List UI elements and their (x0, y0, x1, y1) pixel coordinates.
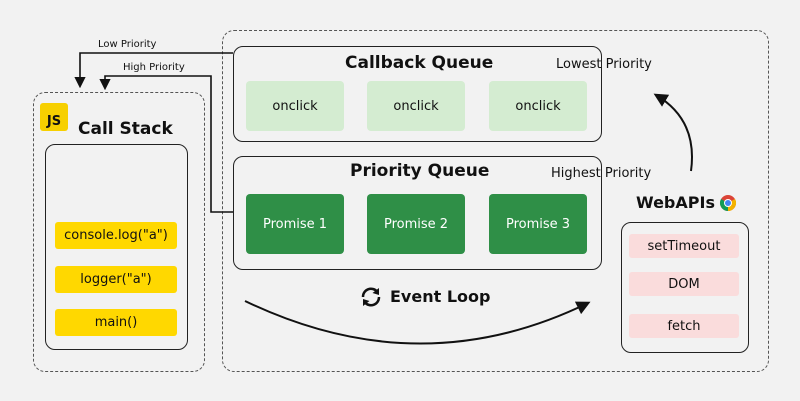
promise-task: Promise 2 (367, 194, 465, 254)
call-stack-title: Call Stack (78, 119, 173, 139)
callback-queue-title: Callback Queue (345, 53, 494, 73)
call-stack-frame: logger("a") (55, 266, 177, 293)
js-logo-icon: JS (40, 103, 68, 131)
event-loop-container (222, 30, 769, 372)
webapi-to-queue-arrow (653, 93, 693, 172)
callback-task: onclick (367, 81, 465, 131)
priority-queue-priority: Highest Priority (551, 166, 652, 181)
low-priority-label: Low Priority (98, 39, 157, 50)
web-api-item: fetch (629, 314, 739, 338)
high-priority-label: High Priority (123, 62, 185, 73)
web-api-item: setTimeout (629, 234, 739, 258)
event-loop-arrow (244, 300, 591, 345)
callback-task: onclick (246, 81, 344, 131)
callback-task: onclick (489, 81, 587, 131)
low-priority-arrow (74, 52, 233, 89)
refresh-icon (361, 287, 381, 307)
chrome-icon (720, 195, 736, 211)
runtime-container (33, 92, 205, 372)
call-stack-frame: main() (55, 309, 177, 336)
high-priority-arrow (99, 75, 233, 213)
web-api-item: DOM (629, 272, 739, 296)
promise-task: Promise 3 (489, 194, 587, 254)
event-loop-label: Event Loop (390, 287, 491, 306)
priority-queue-title: Priority Queue (350, 161, 490, 181)
callback-queue-priority: Lowest Priority (556, 57, 652, 72)
promise-task: Promise 1 (246, 194, 344, 254)
call-stack-frame: console.log("a") (55, 222, 177, 249)
web-apis-title: WebAPIs (636, 193, 715, 212)
